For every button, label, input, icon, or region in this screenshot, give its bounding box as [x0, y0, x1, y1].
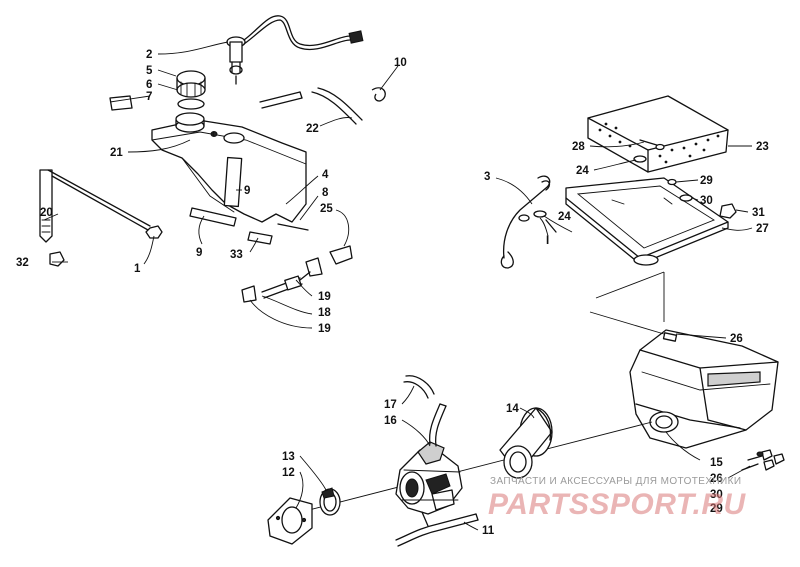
fuel-tank-assembly: [151, 112, 309, 245]
washer-30: [679, 194, 693, 202]
vent-hose-a: [259, 91, 303, 109]
callout-30-lower: 30: [710, 489, 723, 501]
callout-30-upper: 30: [700, 195, 713, 207]
callout-16: 16: [384, 415, 397, 427]
silencer-fasteners: [741, 449, 785, 471]
hose-clip: [371, 87, 386, 102]
callout-6: 6: [146, 79, 152, 91]
callout-4: 4: [322, 169, 329, 181]
decal: [109, 95, 133, 111]
callout-9-lower: 9: [196, 247, 202, 259]
tank-strap: [189, 207, 237, 227]
vent-hose-b: [311, 87, 363, 125]
nut-1: [145, 225, 163, 239]
callout-12: 12: [282, 467, 295, 479]
watermark-tagline: ЗАПЧАСТИ И АКСЕССУАРЫ ДЛЯ МОТОТЕХНИКИ: [490, 476, 741, 487]
callout-14: 14: [506, 403, 519, 415]
nut-31: [719, 203, 737, 219]
callout-26-upper: 26: [730, 333, 743, 345]
silencer-bracket: [500, 175, 551, 269]
callout-13: 13: [282, 451, 295, 463]
carburetor: [395, 441, 463, 527]
callout-22: 22: [306, 123, 319, 135]
callout-10: 10: [394, 57, 407, 69]
air-silencer-lid: [565, 177, 729, 266]
vent-tube: [428, 403, 447, 447]
callout-24-upper: 24: [576, 165, 589, 177]
hose-clamp: [319, 487, 341, 516]
callout-17: 17: [384, 399, 397, 411]
watermark-logo: PARTSSPORT.RU: [488, 488, 746, 521]
callout-32: 32: [16, 257, 29, 269]
nut-32: [49, 251, 65, 267]
callout-19-upper: 19: [318, 291, 331, 303]
callout-29-upper: 29: [700, 175, 713, 187]
foam-filter: [587, 95, 729, 173]
tank-strap-small: [247, 231, 273, 245]
callout-33: 33: [230, 249, 243, 261]
callout-2: 2: [146, 49, 152, 61]
callout-27: 27: [756, 223, 769, 235]
callout-1: 1: [134, 263, 141, 275]
tank-bracket-rod: [39, 169, 151, 243]
intake-boot: [499, 407, 553, 479]
fuel-line-parts: [241, 245, 353, 303]
washer-24: [633, 155, 647, 163]
callout-11: 11: [482, 525, 495, 537]
washer-24b: [533, 210, 547, 218]
callout-24-lower: 24: [558, 211, 571, 223]
callout-18: 18: [318, 307, 331, 319]
watermark: ЗАПЧАСТИ И АКСЕССУАРЫ ДЛЯ МОТОТЕХНИКИ PA…: [488, 476, 746, 521]
tank-window: [223, 156, 243, 208]
callout-19-lower: 19: [318, 323, 331, 335]
carb-flange: [267, 497, 313, 545]
callout-numbers: 2 5 6 7 10 22 21 4 8 9 25 20 9 33 32 1 1…: [16, 49, 769, 537]
wire-connector: [348, 30, 364, 44]
callout-31: 31: [752, 207, 765, 219]
callout-25: 25: [320, 203, 333, 215]
callout-5: 5: [146, 65, 153, 77]
callout-28: 28: [572, 141, 585, 153]
fuel-line: [395, 513, 479, 547]
vent-tube-upper: [403, 375, 435, 399]
callout-7: 7: [146, 91, 152, 103]
leader-lines: [43, 41, 753, 531]
callout-3: 3: [484, 171, 490, 183]
callout-I: I: [546, 235, 549, 247]
callout-8: 8: [322, 187, 329, 199]
callout-9-upper: 9: [244, 185, 250, 197]
callout-15: 15: [710, 457, 723, 469]
callout-26-lower: 26: [710, 473, 723, 485]
fuel-outlet-fitting: [223, 132, 245, 144]
sender-wire: [243, 15, 351, 47]
fuel-gauge-sender: [226, 15, 364, 85]
callout-23: 23: [756, 141, 769, 153]
air-silencer-box: [629, 329, 779, 449]
callout-29-lower: 29: [710, 503, 723, 515]
washer-29: [667, 178, 677, 186]
fuel-cap: [176, 70, 206, 110]
callout-20: 20: [40, 207, 53, 219]
callout-21: 21: [110, 147, 123, 159]
cap-gasket: [177, 98, 205, 110]
